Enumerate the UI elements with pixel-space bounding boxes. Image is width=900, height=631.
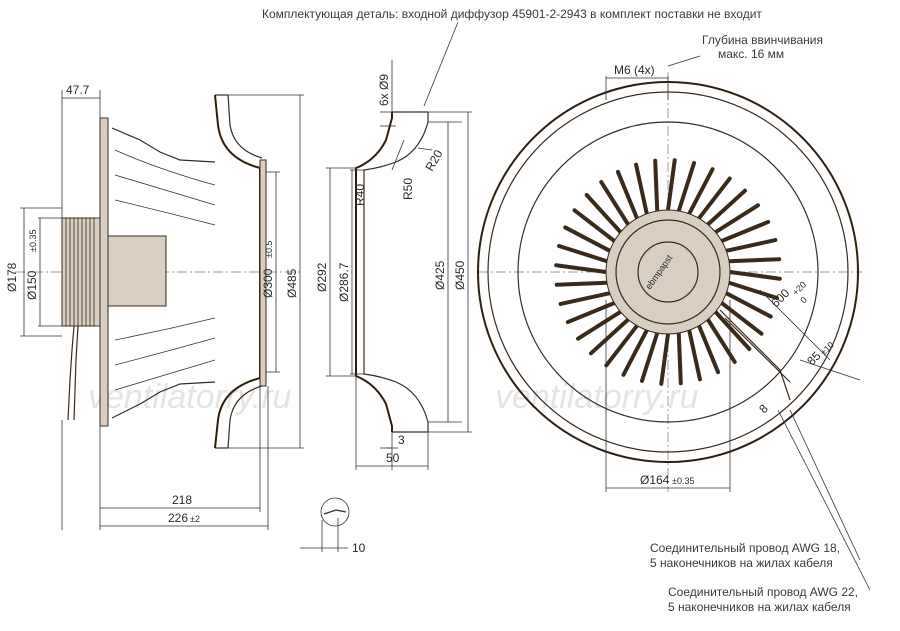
dim-450: Ø450 [453, 260, 467, 290]
dim-8: 8 [756, 401, 771, 416]
dim-485: Ø485 [285, 268, 299, 298]
impeller-blade [604, 323, 639, 368]
impeller-blade [653, 158, 660, 213]
dim-r20: R20 [422, 147, 445, 173]
dim-m6: M6 (4x) [614, 63, 655, 77]
dim-600-tol2: 0 [798, 295, 809, 306]
impeller-blade [588, 317, 631, 356]
impeller-blade [687, 328, 702, 382]
impeller-blade [719, 301, 764, 336]
impeller-blade [697, 323, 721, 375]
dim-425: Ø425 [433, 260, 447, 290]
impeller-blade [634, 162, 649, 216]
dim-226: 226 [168, 511, 188, 525]
note-depth-2: макс. 16 мм [718, 47, 784, 61]
impeller-blade [705, 188, 748, 227]
impeller-blade [572, 208, 617, 243]
impeller-blade [713, 203, 760, 235]
dim-150: Ø150 [25, 270, 39, 300]
impeller-blade [666, 158, 677, 212]
dim-286-7: Ø286.7 [337, 262, 351, 302]
impeller-blade [639, 331, 660, 383]
impeller-blade [554, 280, 609, 287]
impeller-blade [676, 161, 697, 213]
impeller-blade [728, 270, 782, 281]
note-wire2-2: 5 наконечников на жилах кабеля [668, 600, 851, 614]
impeller-blade [615, 169, 639, 221]
impeller-blade [719, 219, 771, 243]
dim-300: Ø300 [261, 268, 275, 298]
impeller-blade [727, 280, 779, 301]
impeller-blade [687, 167, 715, 216]
dim-164: Ø164 [640, 473, 670, 487]
impeller-blade [554, 263, 608, 274]
impeller-blade [599, 180, 631, 227]
dim-600: 600 [768, 286, 792, 310]
impeller-blade [713, 309, 752, 352]
dim-3: 3 [398, 433, 405, 447]
impeller-blade [621, 328, 649, 377]
dim-226-tol: ±2 [190, 514, 200, 524]
fan-front-view: ebmpapst M6 (4x) 600 +20 0 85 ±10 8 Ø164… [477, 55, 871, 591]
dim-164-tol: ±0.35 [672, 476, 694, 486]
note-wire2-1: Соединительный провод AWG 22, [668, 585, 858, 599]
dim-r50: R50 [401, 178, 415, 200]
fan-side-view: 47.7 Ø178 Ø150 ±0.35 Ø300 ±0.5 Ø485 218 … [5, 83, 366, 555]
impeller-blade [557, 243, 609, 264]
impeller-blade [565, 301, 617, 325]
watermark-left: ventilatorry.ru [88, 378, 292, 416]
impeller-blade [584, 192, 623, 235]
impeller-blade [676, 331, 683, 386]
dim-10: 10 [352, 541, 366, 555]
note-wire1-1: Соединительный провод AWG 18, [650, 541, 840, 555]
impeller-blade [697, 176, 732, 221]
dim-218: 218 [172, 493, 192, 507]
watermark-right: ventilatorry.ru [495, 378, 699, 416]
impeller-blade [659, 332, 670, 386]
dim-178: Ø178 [5, 262, 19, 292]
inlet-diffuser-view: 6x Ø9 R40 R50 R20 Ø292 Ø286.7 Ø425 Ø450 … [315, 60, 472, 470]
dim-r40: R40 [353, 184, 367, 206]
note-wire1-2: 5 наконечников на жилах кабеля [650, 556, 833, 570]
dim-6x9: 6x Ø9 [377, 74, 391, 106]
dim-600-tol: +20 [790, 280, 808, 298]
dim-292: Ø292 [315, 262, 329, 292]
dim-47-7: 47.7 [66, 83, 90, 97]
impeller-blade [724, 238, 778, 253]
impeller-blade [724, 291, 773, 319]
impeller-blade [727, 257, 782, 264]
dim-300-tol: ±0.5 [264, 241, 274, 258]
note-diffuser: Комплектующая деталь: входной диффузор 4… [262, 7, 762, 21]
dim-50: 50 [386, 451, 400, 465]
impeller-blade [563, 225, 612, 253]
impeller-blade [576, 309, 623, 341]
dim-150-tol: ±0.35 [28, 230, 38, 252]
impeller-blade [558, 291, 612, 306]
note-depth-1: Глубина ввинчивания [702, 33, 823, 47]
